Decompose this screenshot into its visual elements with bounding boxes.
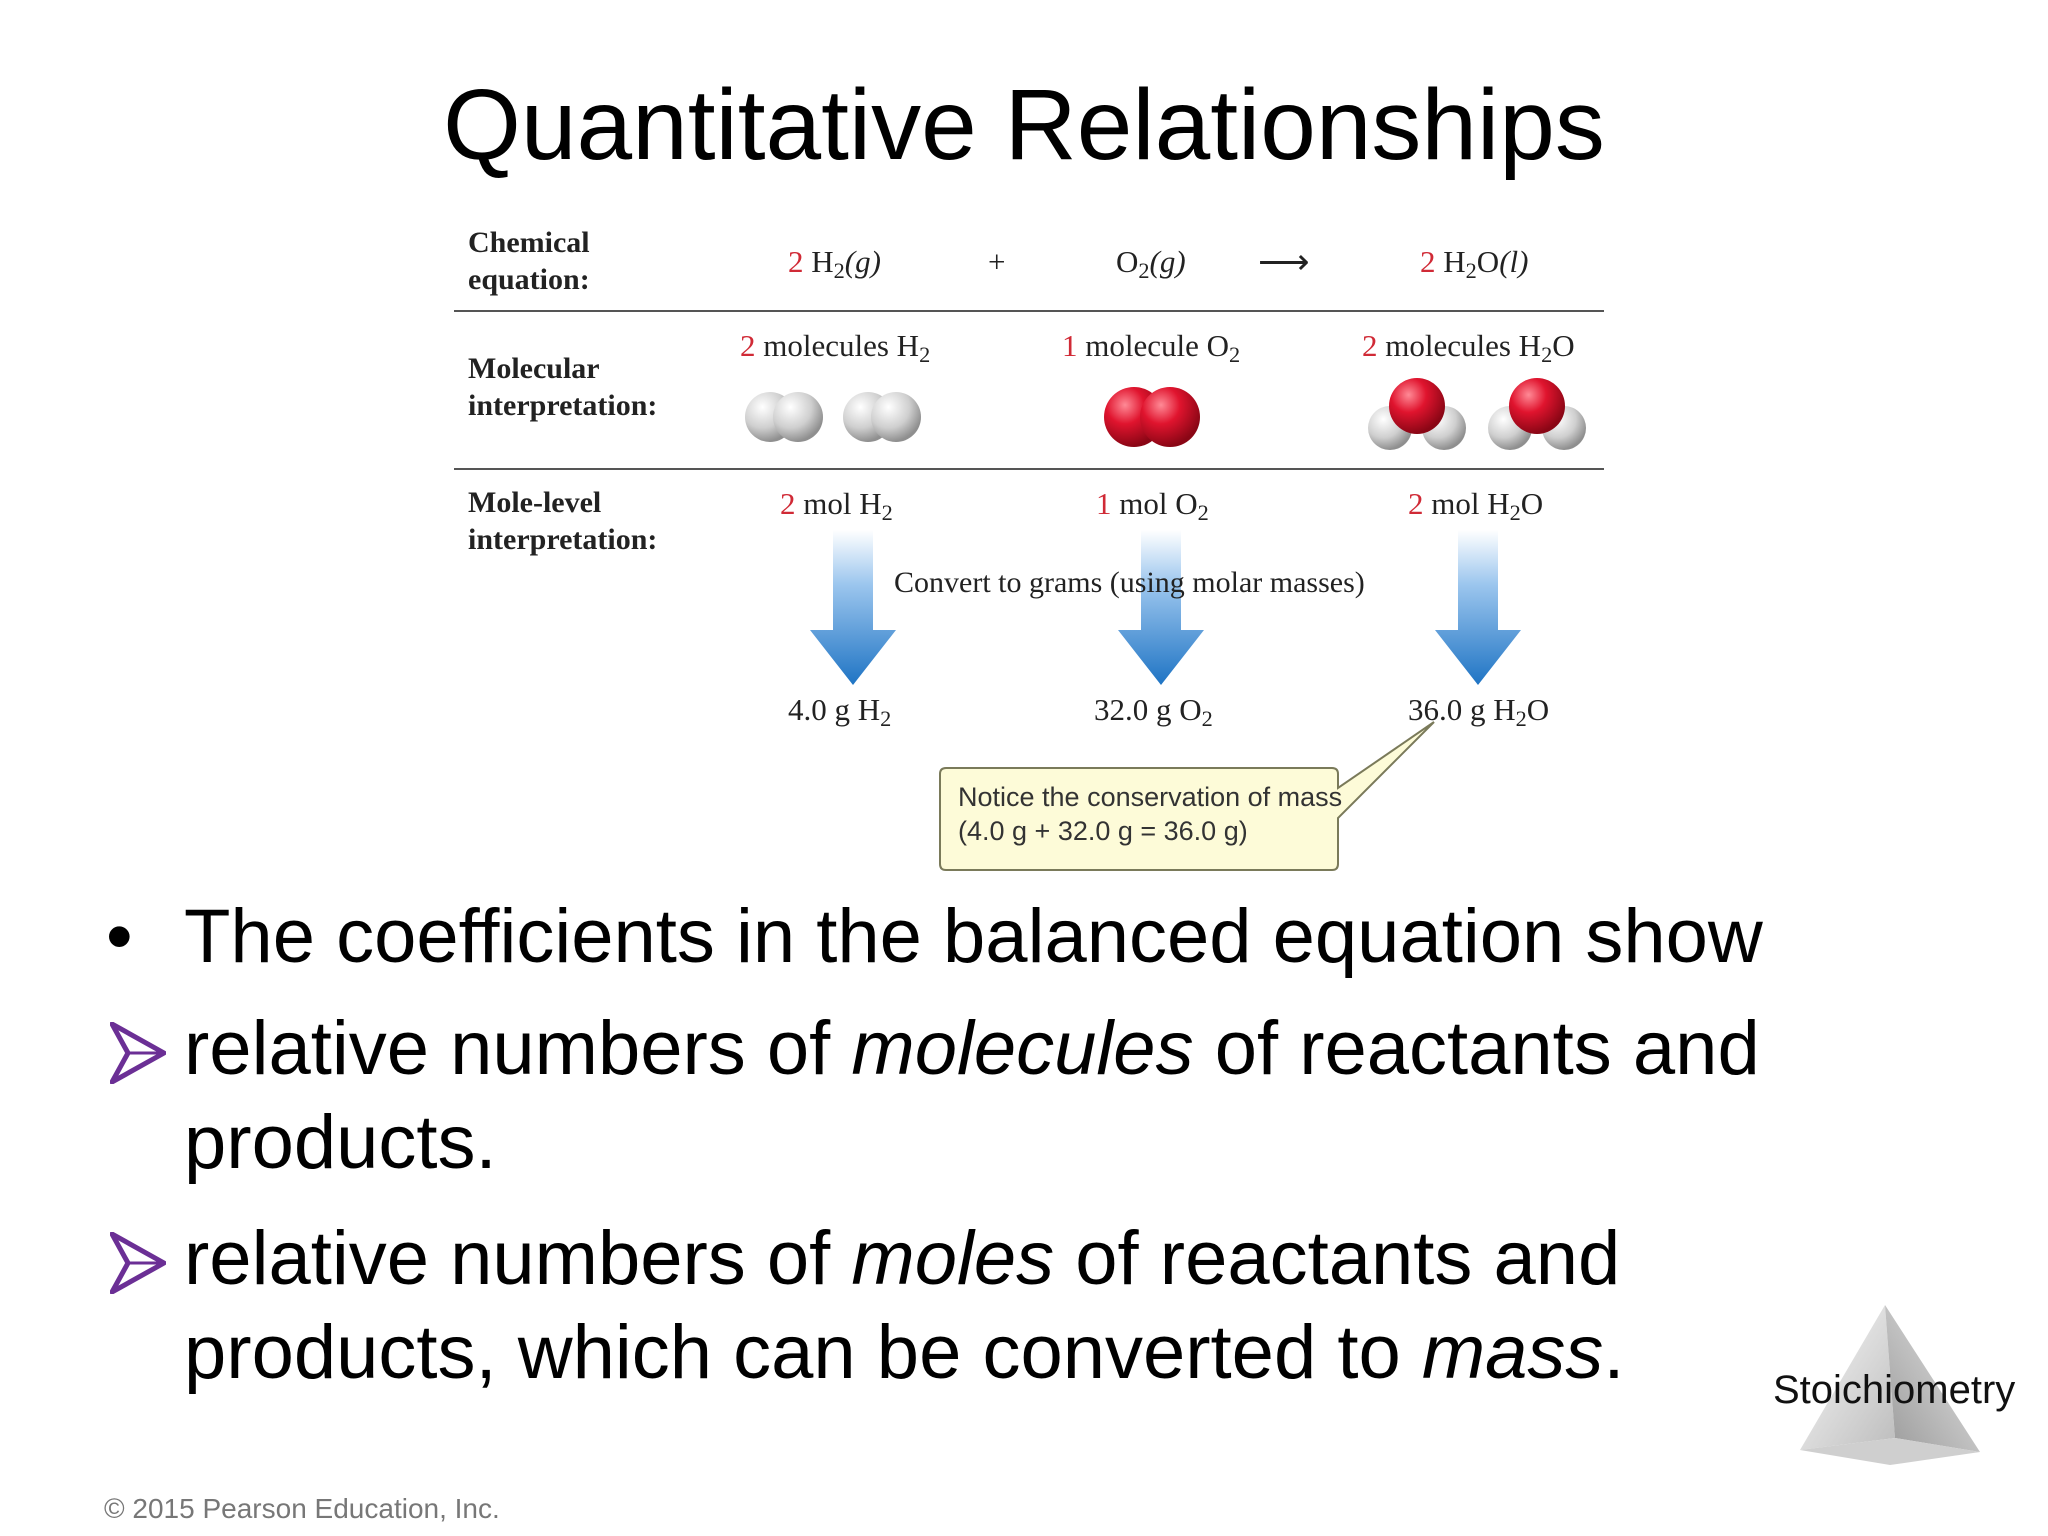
mass-o2-label: 32.0 g O2 bbox=[1094, 692, 1213, 732]
convert-label: Convert to grams (using molar masses) bbox=[894, 566, 1365, 599]
equation-h2: 2 H2(g) bbox=[788, 244, 881, 284]
logo-label: Stoichiometry bbox=[1773, 1368, 2016, 1412]
convert-arrow-h2o bbox=[1435, 530, 1521, 685]
molecular-h2o-label: 2 molecules H2O bbox=[1362, 328, 1575, 368]
molecular-h2-label: 2 molecules H2 bbox=[740, 328, 931, 368]
mass-h2-label: 4.0 g H2 bbox=[788, 692, 892, 732]
bullet-text: relative numbers of moles of reactants a… bbox=[184, 1216, 1625, 1395]
row-label-mole: Mole-level interpretation: bbox=[468, 484, 657, 558]
copyright-footer: © 2015 Pearson Education, Inc. bbox=[104, 1493, 500, 1524]
mass-h2o-label: 36.0 g H2O bbox=[1408, 692, 1550, 732]
callout-line: (4.0 g + 32.0 g = 36.0 g) bbox=[958, 816, 1248, 846]
divider bbox=[454, 310, 1604, 312]
row-label-equation: Chemical equation: bbox=[468, 224, 590, 298]
equation-o2: O2(g) bbox=[1116, 244, 1186, 284]
row-label-line: interpretation: bbox=[468, 523, 658, 556]
molecular-o2-label: 1 molecule O2 bbox=[1062, 328, 1241, 368]
purple-arrow-icon bbox=[110, 1232, 166, 1294]
equation-plus: + bbox=[988, 244, 1006, 279]
bullet-text: The coefficients in the balanced equatio… bbox=[184, 894, 1763, 979]
slide-title: Quantitative Relationships bbox=[443, 69, 1605, 181]
equation-arrow: ⟶ bbox=[1258, 242, 1310, 282]
purple-arrow-icon bbox=[110, 1022, 166, 1084]
reaction-figure: Chemical equation: Molecular interpretat… bbox=[440, 220, 1620, 880]
row-label-molecular: Molecular interpretation: bbox=[468, 350, 657, 424]
mole-h2o-label: 2 mol H2O bbox=[1408, 486, 1544, 526]
row-label-line: equation: bbox=[468, 263, 590, 296]
row-label-line: Mole-level bbox=[468, 486, 602, 519]
row-label-line: interpretation: bbox=[468, 389, 658, 422]
mole-o2-label: 1 mol O2 bbox=[1096, 486, 1209, 526]
bullet-text: relative numbers of molecules of reactan… bbox=[184, 1006, 1760, 1185]
row-label-line: Molecular bbox=[468, 352, 600, 385]
convert-arrow-h2 bbox=[810, 530, 896, 685]
hydrogen-molecules-image bbox=[745, 392, 921, 442]
divider bbox=[454, 468, 1604, 470]
row-label-line: Chemical bbox=[468, 226, 590, 259]
equation-h2o: 2 H2O(l) bbox=[1420, 244, 1529, 284]
oxygen-molecule-image bbox=[1104, 387, 1200, 447]
convert-arrow-o2 bbox=[1118, 530, 1204, 685]
bullet-dot-icon: • bbox=[106, 894, 133, 979]
mole-h2-label: 2 mol H2 bbox=[780, 486, 893, 526]
pyramid-logo-icon bbox=[1800, 1305, 1980, 1465]
callout-line: Notice the conservation of mass bbox=[958, 782, 1343, 812]
water-molecules-image bbox=[1368, 378, 1586, 450]
